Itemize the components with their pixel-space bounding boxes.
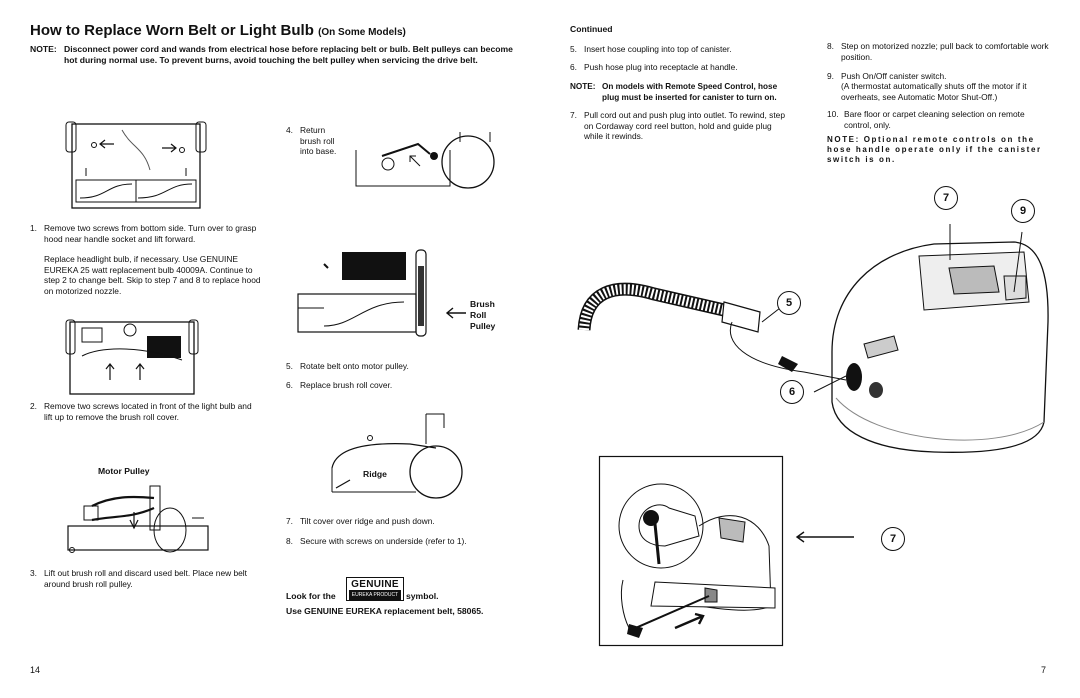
step-text: Bare floor or carpet cleaning selection … bbox=[844, 109, 1025, 130]
right-step-9: 9. Push On/Off canister switch. bbox=[827, 71, 1049, 82]
title-main: How to Replace Worn Belt or Light Bulb bbox=[30, 22, 314, 39]
callout-5: 5 bbox=[777, 291, 801, 315]
title-suffix: (On Some Models) bbox=[318, 27, 406, 38]
figure-brush-roll-pulley bbox=[297, 249, 427, 337]
page-number-left: 14 bbox=[30, 665, 41, 675]
step-number: 3. bbox=[30, 568, 37, 578]
label-ridge: Ridge bbox=[361, 469, 389, 479]
step-number: 8. bbox=[286, 536, 293, 546]
step-text: Lift out brush roll and discard used bel… bbox=[44, 568, 247, 589]
figure-canister-vacuum bbox=[577, 224, 1049, 453]
left-step-6: 6. Replace brush roll cover. bbox=[286, 380, 516, 391]
genuine-eureka-logo: GENUINE EUREKA PRODUCT bbox=[346, 577, 404, 601]
arrow-icon bbox=[795, 531, 854, 543]
figure-ridge bbox=[331, 413, 463, 499]
page-title: How to Replace Worn Belt or Light Bulb (… bbox=[30, 22, 406, 39]
label-brush: Brush bbox=[470, 299, 495, 309]
step-number: 2. bbox=[30, 401, 37, 411]
step-text: Remove two screws from bottom side. Turn… bbox=[44, 223, 257, 244]
page-number-right: 7 bbox=[1041, 665, 1047, 675]
note-text: Disconnect power cord and wands from ele… bbox=[64, 44, 513, 65]
left-step-3: 3. Lift out brush roll and discard used b… bbox=[30, 568, 262, 589]
label-motor-pulley: Motor Pulley bbox=[98, 466, 150, 476]
left-step-1: 1. Remove two screws from bottom side. Tu… bbox=[30, 223, 262, 244]
step-text: Return brush roll into base. bbox=[300, 125, 337, 156]
note-text: On models with Remote Speed Control, hos… bbox=[602, 82, 778, 102]
step-text: Rotate belt onto motor pulley. bbox=[300, 361, 409, 371]
step-text: Secure with screws on underside (refer t… bbox=[300, 536, 467, 546]
symbol-text: symbol. bbox=[406, 591, 439, 601]
step-number: 8. bbox=[827, 41, 834, 51]
eureka-product-text: EUREKA PRODUCT bbox=[349, 590, 401, 600]
right-note-remote-controls: NOTE: Optional remote controls on the ho… bbox=[827, 135, 1042, 164]
step-number: 10. bbox=[827, 109, 839, 119]
step-number: 7. bbox=[286, 516, 293, 526]
right-step-7: 7. Pull cord out and push plug into outle… bbox=[570, 110, 792, 142]
right-step-8: 8. Step on motorized nozzle; pull back to… bbox=[827, 41, 1049, 62]
step-text: Push hose plug into receptacle at handle… bbox=[584, 62, 738, 72]
right-step-10: 10. Bare floor or carpet cleaning selecti… bbox=[827, 109, 1049, 130]
step-number: 5. bbox=[286, 361, 293, 371]
left-note: NOTE: Disconnect power cord and wands fr… bbox=[30, 44, 520, 66]
step-text: Remove two screws located in front of th… bbox=[44, 401, 252, 422]
left-step-8: 8. Secure with screws on underside (refer… bbox=[286, 536, 516, 547]
callout-9: 9 bbox=[1011, 199, 1035, 223]
step-text: Tilt cover over ridge and push down. bbox=[300, 516, 435, 526]
step-text: Insert hose coupling into top of caniste… bbox=[584, 44, 732, 54]
look-for-text: Look for the bbox=[286, 591, 336, 601]
headlight-text: Replace headlight bulb, if necessary. Us… bbox=[44, 254, 261, 296]
step-text: Step on motorized nozzle; pull back to c… bbox=[841, 41, 1049, 62]
continued-heading: Continued bbox=[570, 24, 613, 34]
figure-motorized-nozzle-step bbox=[598, 455, 784, 647]
note-label: NOTE: bbox=[570, 82, 596, 91]
left-step-5: 5. Rotate belt onto motor pulley. bbox=[286, 361, 516, 372]
step-text: Pull cord out and push plug into outlet.… bbox=[584, 110, 785, 141]
step-number: 9. bbox=[827, 71, 834, 81]
step-text: Replace brush roll cover. bbox=[300, 380, 393, 390]
step-number: 1. bbox=[30, 223, 37, 233]
step-number: 7. bbox=[570, 110, 577, 120]
step-text: Push On/Off canister switch. bbox=[841, 71, 947, 81]
use-genuine-text: Use GENUINE EUREKA replacement belt, 580… bbox=[286, 606, 484, 616]
left-step-7: 7. Tilt cover over ridge and push down. bbox=[286, 516, 516, 527]
label-brush-roll-pulley: Brush Roll Pulley bbox=[470, 299, 495, 332]
label-roll: Roll bbox=[470, 310, 487, 320]
callout-7-bottom: 7 bbox=[881, 527, 905, 551]
figure-motor-pulley bbox=[67, 485, 209, 553]
left-step-4: 4. Return brush roll into base. bbox=[286, 125, 346, 157]
figure-hood-screws bbox=[65, 319, 199, 395]
genuine-text: GENUINE bbox=[351, 579, 399, 590]
note-label: NOTE: bbox=[30, 44, 57, 54]
right-step-6: 6. Push hose plug into receptacle at hand… bbox=[570, 62, 790, 73]
step-number: 5. bbox=[570, 44, 577, 54]
arrow-icon bbox=[445, 307, 466, 319]
thermostat-text: (A thermostat automatically shuts off th… bbox=[841, 81, 1027, 102]
callout-6: 6 bbox=[780, 380, 804, 404]
figure-nozzle-underside bbox=[65, 121, 207, 209]
step-number: 6. bbox=[286, 380, 293, 390]
label-pulley: Pulley bbox=[470, 321, 496, 331]
callout-7-top: 7 bbox=[934, 186, 958, 210]
left-step-2: 2. Remove two screws located in front of … bbox=[30, 401, 262, 422]
figure-return-brush-roll bbox=[355, 132, 495, 189]
right-note-remote-speed: NOTE: On models with Remote Speed Contro… bbox=[570, 82, 794, 103]
step-number: 6. bbox=[570, 62, 577, 72]
right-step-5: 5. Insert hose coupling into top of canis… bbox=[570, 44, 790, 55]
step-number: 4. bbox=[286, 125, 293, 135]
